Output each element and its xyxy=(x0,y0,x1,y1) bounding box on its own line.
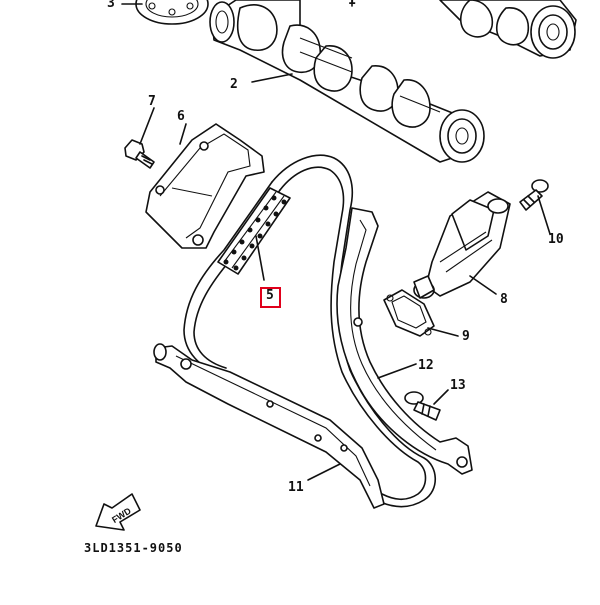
forward-arrow: FWD xyxy=(95,493,141,531)
callout-7: 7 xyxy=(148,94,156,109)
callout-11: 11 xyxy=(288,480,304,495)
callout-6: 6 xyxy=(177,109,185,124)
chain-link-detail xyxy=(217,187,291,275)
callout-13: 13 xyxy=(450,378,466,393)
document-number: 3LD1351-9050 xyxy=(84,541,183,555)
chain-guide-upper xyxy=(145,123,265,249)
callout-8: 8 xyxy=(500,292,508,307)
callout-12: 12 xyxy=(418,358,434,373)
leader-lines xyxy=(121,0,551,481)
callout-1: 1 xyxy=(348,0,356,8)
bolt xyxy=(519,179,549,211)
callout-3: 3 xyxy=(107,0,115,11)
callout-2: 2 xyxy=(230,77,238,92)
selected-part-highlight[interactable] xyxy=(260,287,281,308)
camshaft-exhaust xyxy=(439,0,577,59)
gasket xyxy=(383,289,435,337)
chain-guide-rear xyxy=(336,207,473,475)
callout-5: 5 xyxy=(266,288,274,303)
camshaft-intake xyxy=(209,0,485,163)
callout-9: 9 xyxy=(462,329,470,344)
bolt xyxy=(124,139,155,169)
cam-sprocket xyxy=(135,0,209,25)
callout-10: 10 xyxy=(548,232,564,247)
timing-chain xyxy=(183,154,437,508)
chain-guide-front xyxy=(153,343,385,509)
bolt xyxy=(404,391,441,421)
chain-tensioner xyxy=(413,191,511,299)
